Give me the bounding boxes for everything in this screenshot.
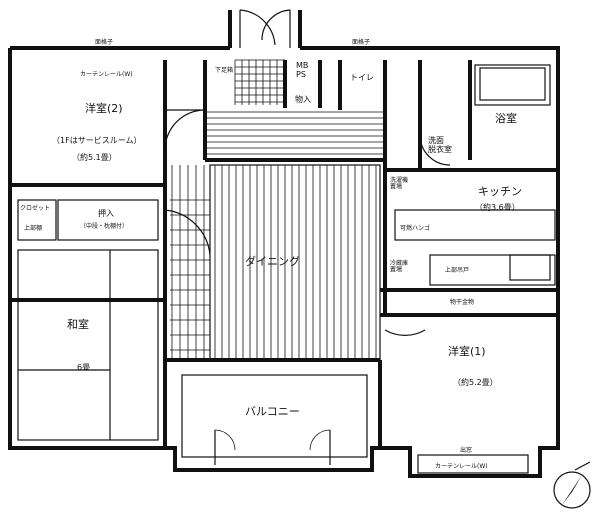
exterior-walls — [8, 10, 560, 478]
menshitsu-label: 上部吊戸 — [445, 266, 469, 274]
mengoshi-label: 面格子 — [95, 38, 113, 46]
western2-size: （約5.1畳） — [72, 152, 117, 162]
curtain-top-label: カーテンレール(W) — [80, 71, 133, 78]
bath — [474, 64, 551, 106]
western1-size: （約5.2畳） — [453, 377, 498, 387]
western2-name: 洋室(2) — [85, 101, 123, 115]
demado-label: 出窓 — [460, 446, 472, 454]
western2-note: （1Fはサービスルーム） — [52, 136, 141, 145]
reizoko-label: 冷蔵庫置場 — [390, 259, 408, 274]
kitchen-counter — [394, 209, 556, 286]
dining-floor-pattern — [170, 111, 385, 361]
western1-name: 洋室(1) — [448, 344, 486, 358]
washroom-name: 洗面脱衣室 — [428, 135, 452, 154]
north-arrow-icon — [553, 461, 591, 509]
dining-name: ダイニング — [245, 254, 300, 268]
mengoshi-label-2: 面格子 — [352, 38, 370, 46]
shikiri-label: 物干金物 — [450, 298, 474, 306]
oshiire-sub: （中段・枕棚付） — [80, 222, 128, 230]
washitsu-name: 和室 — [67, 317, 89, 331]
toilet-name: トイレ — [350, 73, 374, 82]
bath-name: 浴室 — [495, 111, 517, 125]
curtain-bottom-label: カーテンレール(W) — [435, 463, 488, 470]
closet-sub: 上部棚 — [24, 224, 42, 232]
kanetsu-label: 可燃ハンゴ — [400, 224, 430, 232]
balcony-name: バルコニー — [245, 405, 300, 418]
entrance-tiles — [234, 59, 285, 105]
washitsu-size: 6畳 — [77, 363, 90, 372]
kitchen-name: キッチン — [478, 185, 522, 198]
doors — [164, 9, 451, 336]
closet-label: クロゼット — [20, 204, 50, 212]
oshiire-closet — [17, 199, 159, 241]
monoire-label: 物入 — [295, 94, 311, 104]
washitsu-tatami — [17, 249, 159, 441]
shitabako-label: 下足箱 — [215, 66, 233, 74]
balcony — [181, 374, 368, 465]
oshiire-label: 押入 — [98, 208, 114, 218]
bay-window — [417, 454, 529, 474]
kitchen-size: （約3.6畳） — [475, 202, 520, 212]
sentakuki-label: 洗濯機置場 — [390, 176, 408, 191]
